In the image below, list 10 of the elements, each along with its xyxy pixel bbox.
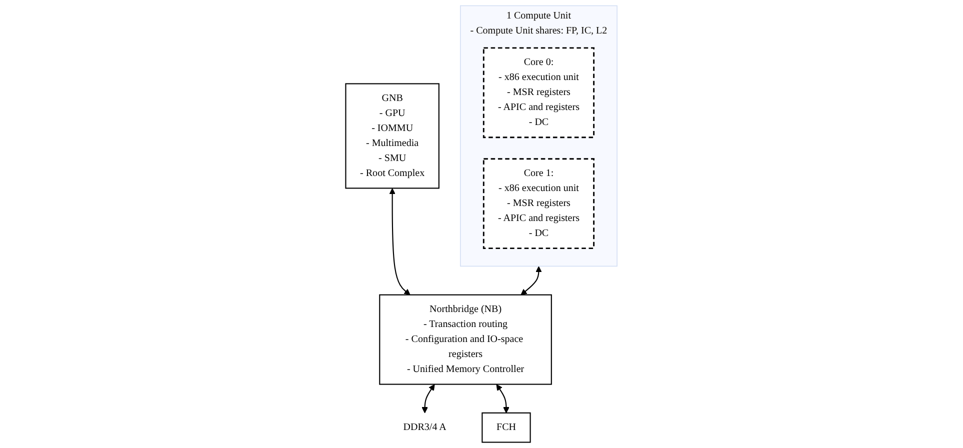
arrow	[422, 384, 435, 414]
node-box: Northbridge (NB) - Transaction routing - Configuration and IO-space registers - Unified Memory Controller	[379, 294, 552, 385]
arrow	[520, 266, 542, 296]
arrow	[389, 188, 410, 296]
node-box: Core 0: - x86 execution unit - MSR registers - APIC and registers - DC	[483, 47, 595, 138]
node-box: Core 1: - x86 execution unit - MSR registers - APIC and registers - DC	[483, 158, 595, 250]
node-box: GNB - GPU - IOMMU - Multimedia - SMU - Root Complex	[345, 83, 440, 189]
node-box: FCH	[482, 412, 531, 443]
node-text: DDR3/4 A	[403, 422, 446, 433]
arrow	[496, 384, 510, 414]
